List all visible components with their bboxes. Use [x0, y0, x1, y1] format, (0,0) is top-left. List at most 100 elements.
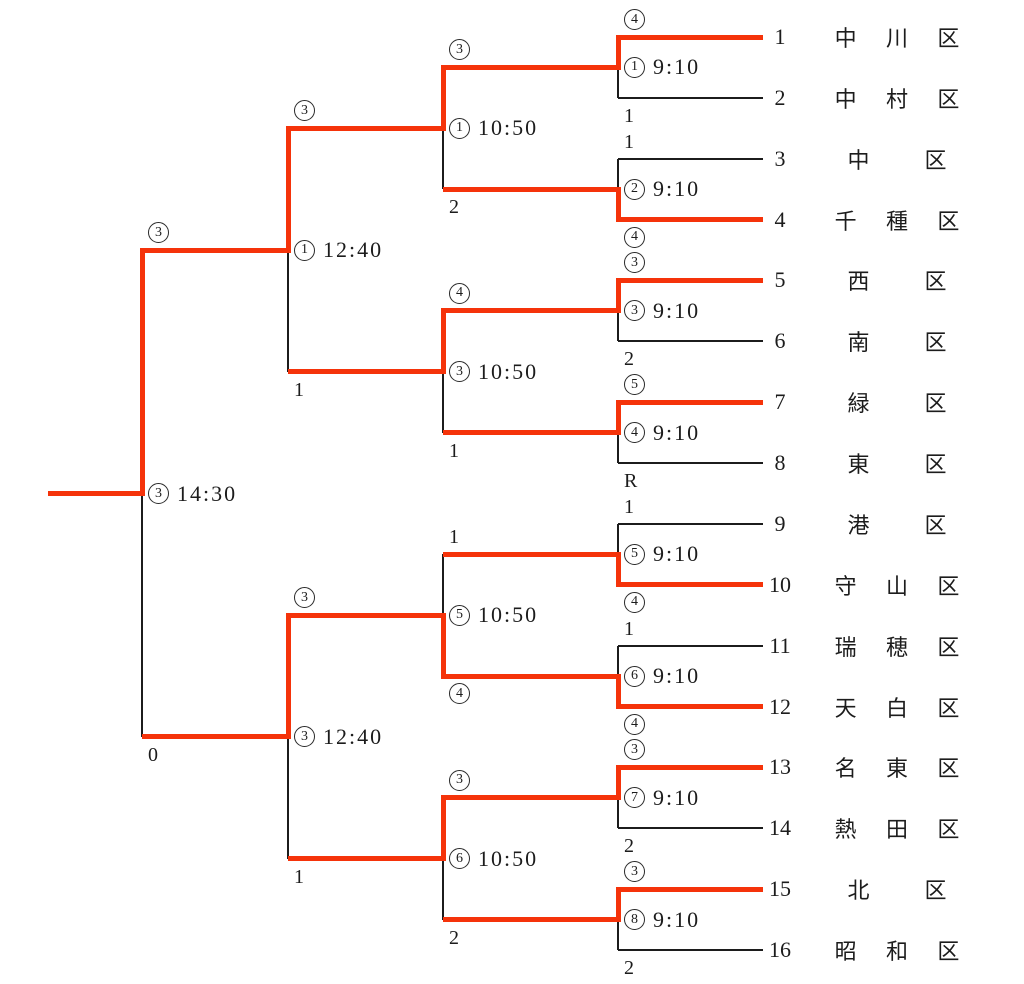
team-name-char: 区	[924, 269, 947, 295]
winner-path-line	[615, 186, 621, 223]
team-name-char: 区	[924, 330, 947, 356]
team-seed: 4	[774, 206, 786, 232]
team-name: 西区	[820, 265, 974, 295]
team-seed: 2	[774, 84, 786, 110]
team-line	[618, 644, 763, 647]
match-time: 12:40	[323, 237, 384, 263]
team-line	[618, 217, 763, 223]
game-number-icon: 2	[624, 178, 645, 200]
team-name-char: 川	[885, 26, 908, 51]
winner-path-line	[615, 277, 621, 314]
score-label: 4	[624, 9, 645, 30]
score-label: 3	[148, 222, 169, 244]
team-name: 瑞穂区	[820, 631, 974, 661]
team-seed: 6	[774, 328, 786, 354]
team-name: 南区	[820, 326, 974, 356]
winner-path-line	[443, 795, 621, 801]
game-number-icon: 5	[624, 543, 645, 565]
winner-path-line	[440, 64, 446, 131]
winner-path-line	[285, 125, 291, 253]
team-name-char: 区	[924, 452, 947, 478]
score-label: 2	[449, 196, 459, 219]
team-seed: 1	[774, 24, 786, 49]
team-name-char: 和	[885, 939, 908, 964]
team-name-char: 種	[885, 208, 908, 234]
score-label: 3	[449, 769, 470, 791]
winner-path-line	[139, 247, 145, 496]
score-label: 3	[294, 587, 315, 609]
winner-path-line	[615, 764, 621, 801]
winner-path-line	[440, 612, 446, 679]
score-label: 1	[449, 526, 459, 549]
game-number-icon: 3	[294, 726, 315, 748]
team-name-char: 区	[924, 512, 947, 538]
winner-path-line	[440, 795, 446, 862]
score-label: 3	[624, 861, 645, 883]
team-name-char: 北	[847, 878, 870, 904]
team-line	[618, 157, 763, 160]
team-line	[618, 886, 763, 892]
game-number-icon: 6	[624, 665, 645, 687]
winner-path-line	[440, 308, 446, 375]
team-name-char: 村	[885, 86, 908, 112]
team-name-char: 天	[834, 695, 857, 721]
winner-path-line	[615, 673, 621, 710]
match-time: 10:50	[478, 845, 539, 871]
team-name-char: 区	[937, 573, 960, 599]
team-line	[618, 96, 763, 99]
winner-path-line	[443, 64, 621, 70]
score-label: 1	[294, 378, 304, 401]
winner-path-line	[142, 247, 291, 253]
team-name: 守山区	[820, 570, 974, 600]
team-line	[618, 340, 763, 343]
team-line	[618, 582, 763, 588]
match-time: 9:10	[653, 419, 701, 445]
score-label: R	[624, 470, 638, 493]
team-name-char: 中	[847, 147, 870, 173]
game-number-icon: 8	[624, 909, 645, 931]
match-time: 10:50	[478, 602, 539, 628]
team-seed: 13	[769, 754, 791, 780]
score-label: 1	[624, 495, 634, 518]
team-line	[618, 462, 763, 465]
score-label: 3	[624, 252, 645, 274]
team-name: 港区	[820, 509, 974, 539]
winner-path-line	[443, 673, 621, 679]
match-time: 9:10	[653, 784, 701, 810]
team-name-char: 区	[937, 208, 960, 234]
team-seed: 9	[774, 510, 786, 536]
team-line	[618, 764, 763, 770]
game-number-icon: 3	[624, 300, 645, 322]
score-label: 1	[294, 865, 304, 888]
team-name-char: 区	[937, 634, 960, 660]
match-time: 10:50	[478, 358, 539, 384]
winner-path-line	[615, 399, 621, 436]
team-seed: 12	[769, 693, 791, 719]
team-name-char: 区	[937, 939, 960, 964]
team-name-char: 白	[885, 695, 908, 721]
team-name: 中川区	[820, 22, 974, 52]
winner-path-line	[288, 369, 446, 375]
team-seed: 8	[774, 450, 786, 476]
team-name-char: 区	[937, 756, 960, 782]
team-name-char: 田	[885, 817, 908, 843]
team-name-char: 東	[847, 452, 870, 478]
score-label: 4	[624, 591, 645, 613]
team-name: 中村区	[820, 83, 974, 113]
team-seed: 16	[769, 937, 791, 962]
winner-path-line	[288, 856, 446, 862]
match-time: 9:10	[653, 906, 701, 932]
score-label: 5	[624, 374, 645, 396]
team-seed: 15	[769, 876, 791, 902]
team-name-char: 南	[847, 330, 870, 356]
team-name: 天白区	[820, 692, 974, 722]
team-name-char: 中	[834, 86, 857, 112]
game-time-label: 8 9:10	[624, 906, 701, 932]
team-line	[618, 522, 763, 525]
